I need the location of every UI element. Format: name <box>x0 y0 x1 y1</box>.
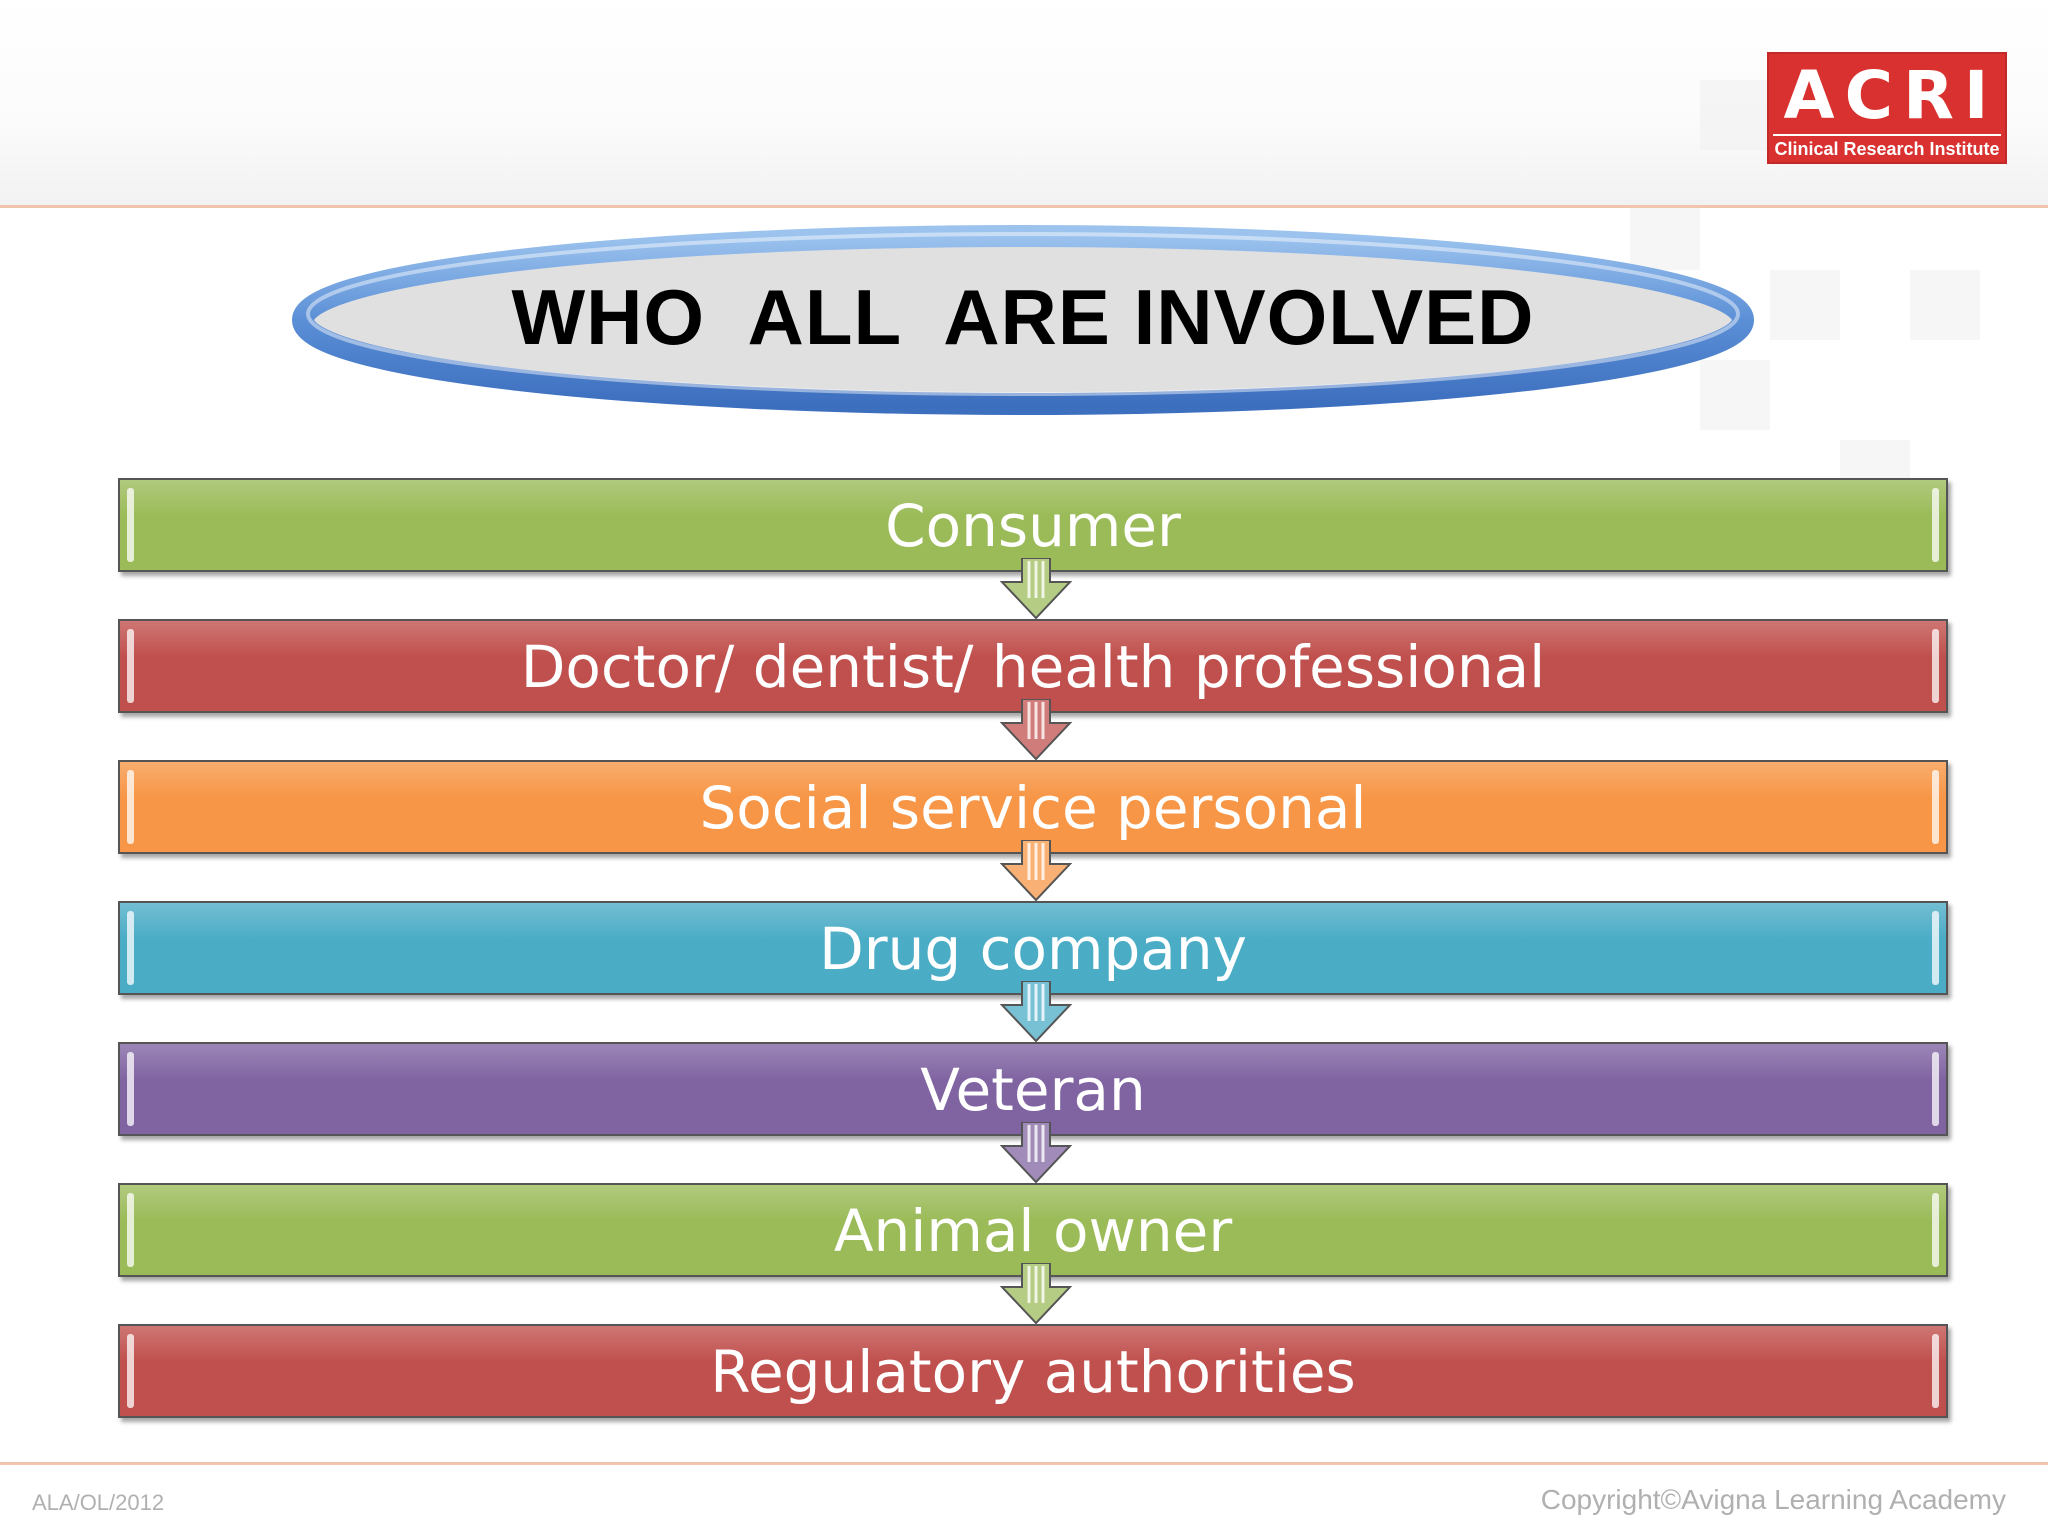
footer-copyright: Copyright©Avigna Learning Academy <box>1540 1484 2006 1515</box>
acri-logo: ACRI Clinical Research Institute <box>1767 52 2007 164</box>
down-arrow-icon <box>999 1122 1073 1184</box>
flow-step-label: Doctor/ dentist/ health professional <box>520 633 1546 701</box>
logo-wordmark: ACRI <box>1783 57 1999 134</box>
down-arrow-icon <box>999 840 1073 902</box>
flow-step-label: Regulatory authorities <box>710 1338 1356 1406</box>
flow-step-label: Veteran <box>920 1056 1146 1124</box>
slide-title: WHO ALL ARE INVOLVED <box>511 273 1535 361</box>
down-arrow-icon <box>999 558 1073 620</box>
flow-step: Consumer <box>118 478 1948 572</box>
flow-step-label: Drug company <box>819 915 1247 983</box>
background-pattern <box>1910 270 1980 340</box>
down-arrow-icon <box>999 1263 1073 1325</box>
logo-tagline: Clinical Research Institute <box>1773 134 2001 160</box>
flow-step: Veteran <box>118 1042 1948 1136</box>
background-pattern <box>1700 80 1770 150</box>
background-pattern <box>1630 200 1700 270</box>
flow-step: Drug company <box>118 901 1948 995</box>
flow-step: Social service personal <box>118 760 1948 854</box>
footer-divider <box>0 1462 2048 1465</box>
down-arrow-icon <box>999 981 1073 1043</box>
header-divider <box>0 205 2048 208</box>
flow-step-label: Animal owner <box>833 1197 1233 1265</box>
down-arrow-icon <box>999 699 1073 761</box>
footer-code: ALA/OL/2012 <box>32 1490 165 1515</box>
background-pattern <box>1770 270 1840 340</box>
background-pattern <box>1700 360 1770 430</box>
flow-step: Animal owner <box>118 1183 1948 1277</box>
flow-step-label: Consumer <box>885 492 1181 560</box>
flow-step-label: Social service personal <box>699 774 1367 842</box>
flow-step: Regulatory authorities <box>118 1324 1948 1418</box>
title-ellipse <box>292 225 1754 415</box>
